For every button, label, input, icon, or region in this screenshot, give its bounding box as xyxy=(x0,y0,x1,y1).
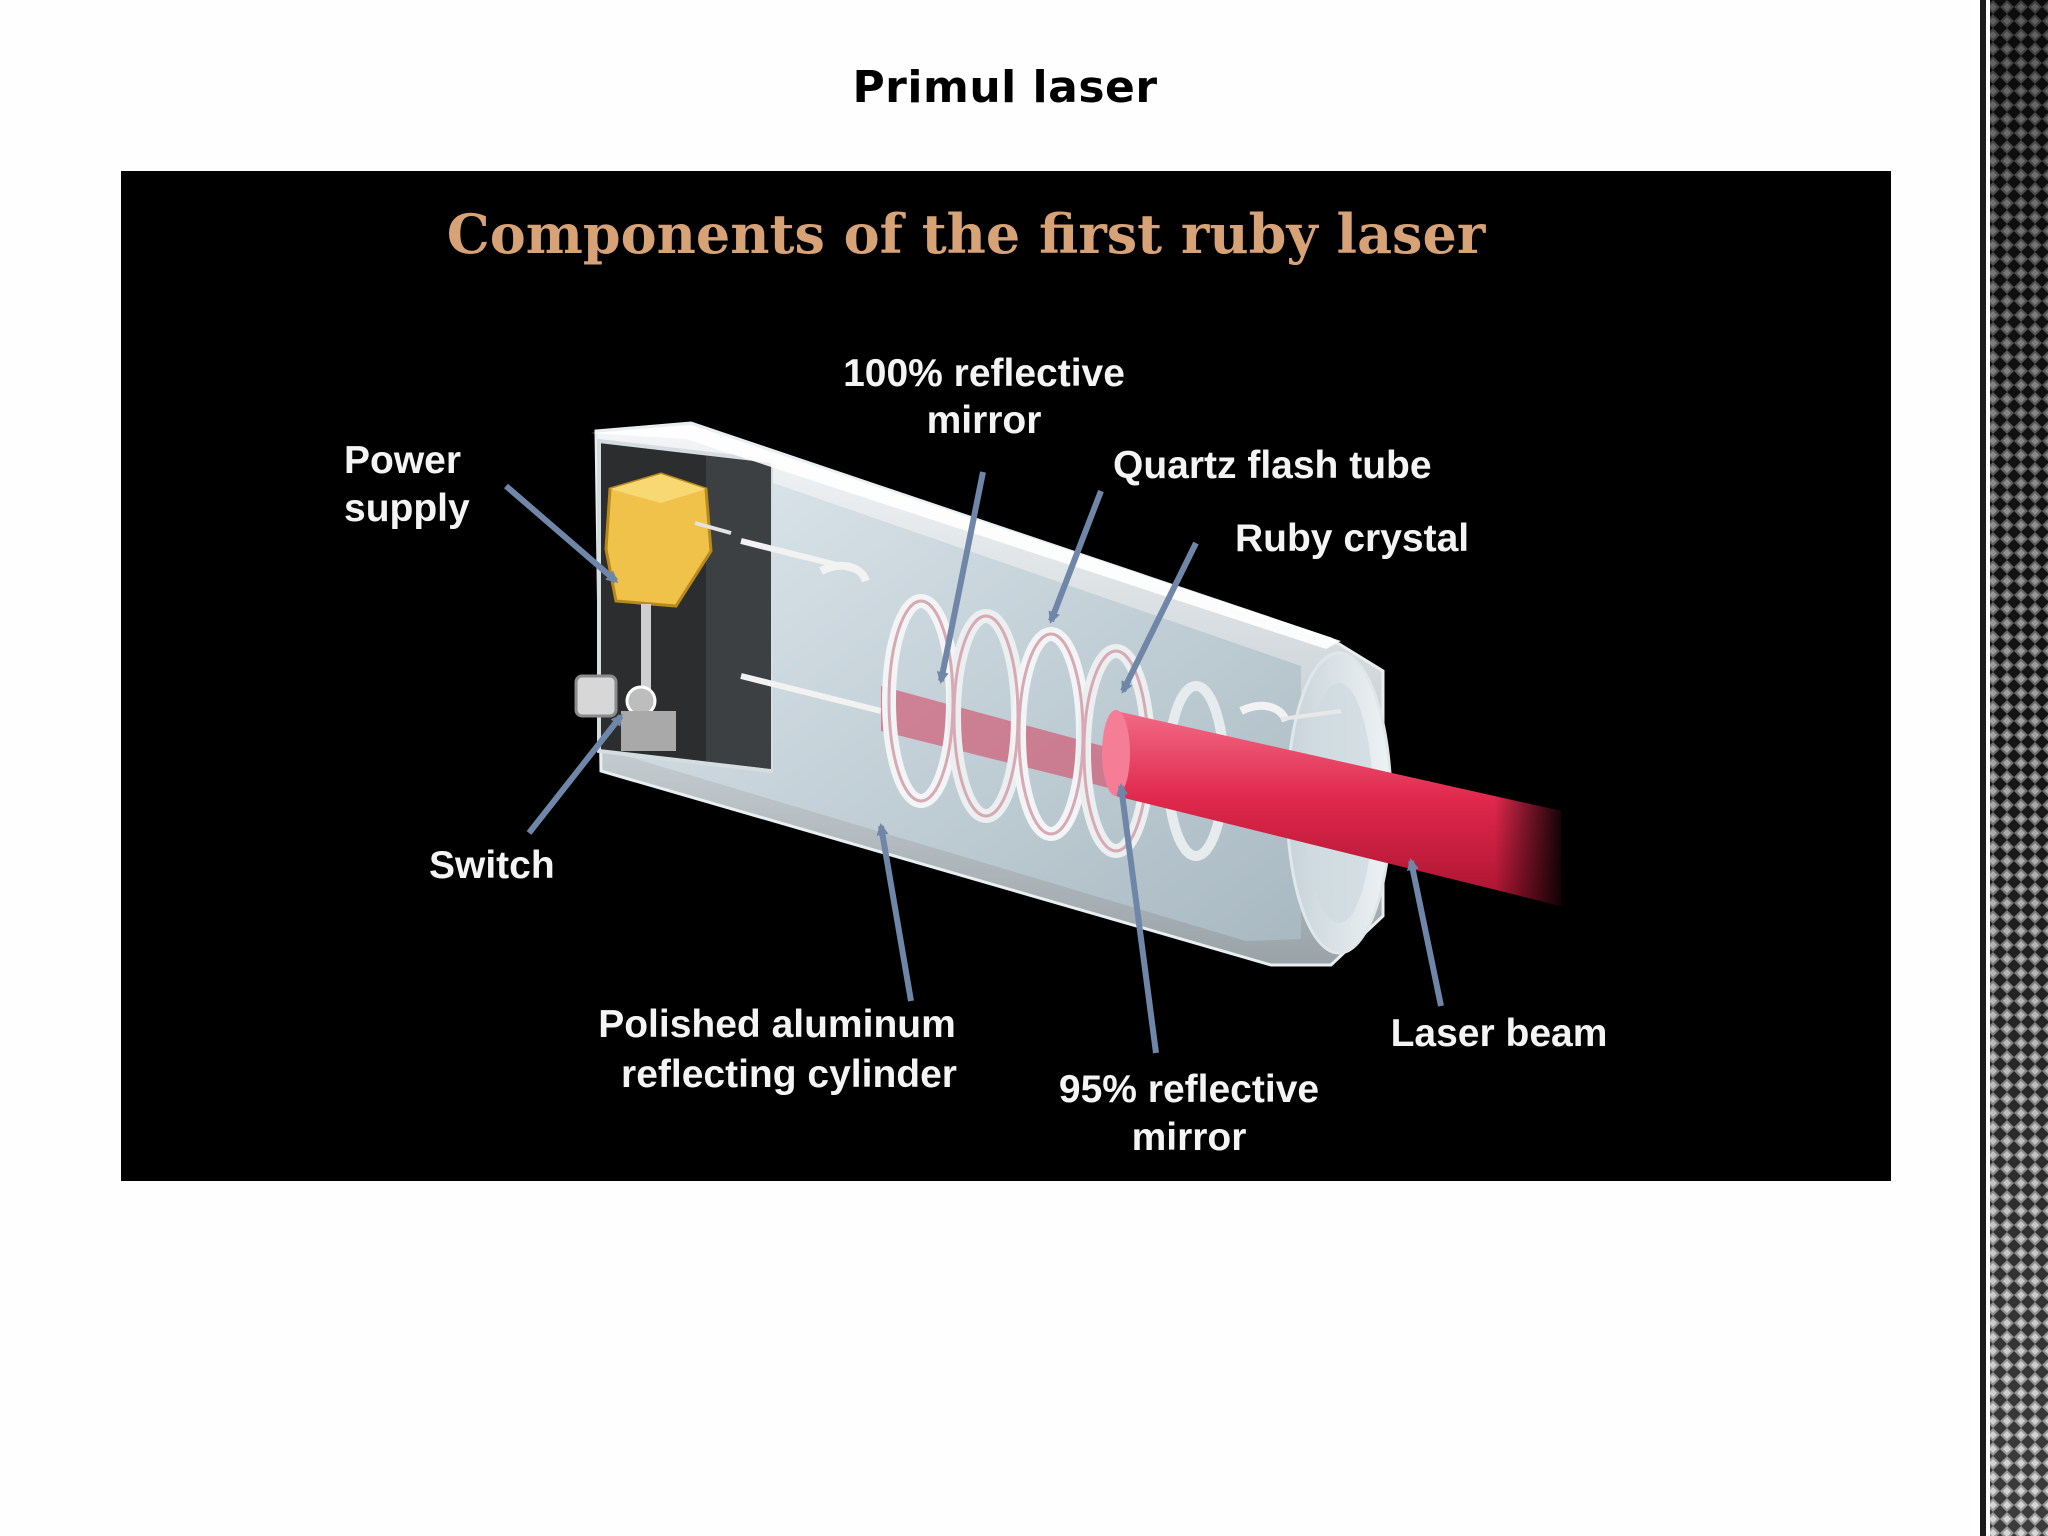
pointer-arrows xyxy=(504,471,1444,1054)
label-mirror-95-line1: 95% reflective xyxy=(1059,1068,1319,1111)
label-laser-beam: Laser beam xyxy=(1391,1012,1608,1055)
slide-title: Primul laser xyxy=(852,62,1158,113)
decorative-side-pattern xyxy=(1972,0,2048,1536)
label-power-line2: supply xyxy=(344,487,470,530)
laser-diagram-svg: Components of the first ruby laser xyxy=(344,202,1608,1159)
label-power-line1: Power xyxy=(344,439,461,482)
laser-housing xyxy=(591,421,1393,967)
power-supply xyxy=(604,472,732,699)
diagram-title: Components of the first ruby laser xyxy=(447,202,1486,266)
label-cylinder-line1: Polished aluminum xyxy=(598,1003,956,1046)
label-mirror-100-line2: mirror xyxy=(927,399,1042,442)
label-mirror-100-line1: 100% reflective xyxy=(843,352,1125,395)
switch xyxy=(574,674,676,751)
label-cylinder-line2: reflecting cylinder xyxy=(621,1053,957,1096)
label-switch: Switch xyxy=(429,844,555,887)
laser-diagram: Components of the first ruby laser xyxy=(121,171,1891,1181)
laser-beam xyxy=(1102,710,1561,906)
label-ruby-crystal: Ruby crystal xyxy=(1235,517,1469,560)
label-mirror-95-line2: mirror xyxy=(1132,1116,1247,1159)
label-quartz-flash-tube: Quartz flash tube xyxy=(1113,444,1432,487)
